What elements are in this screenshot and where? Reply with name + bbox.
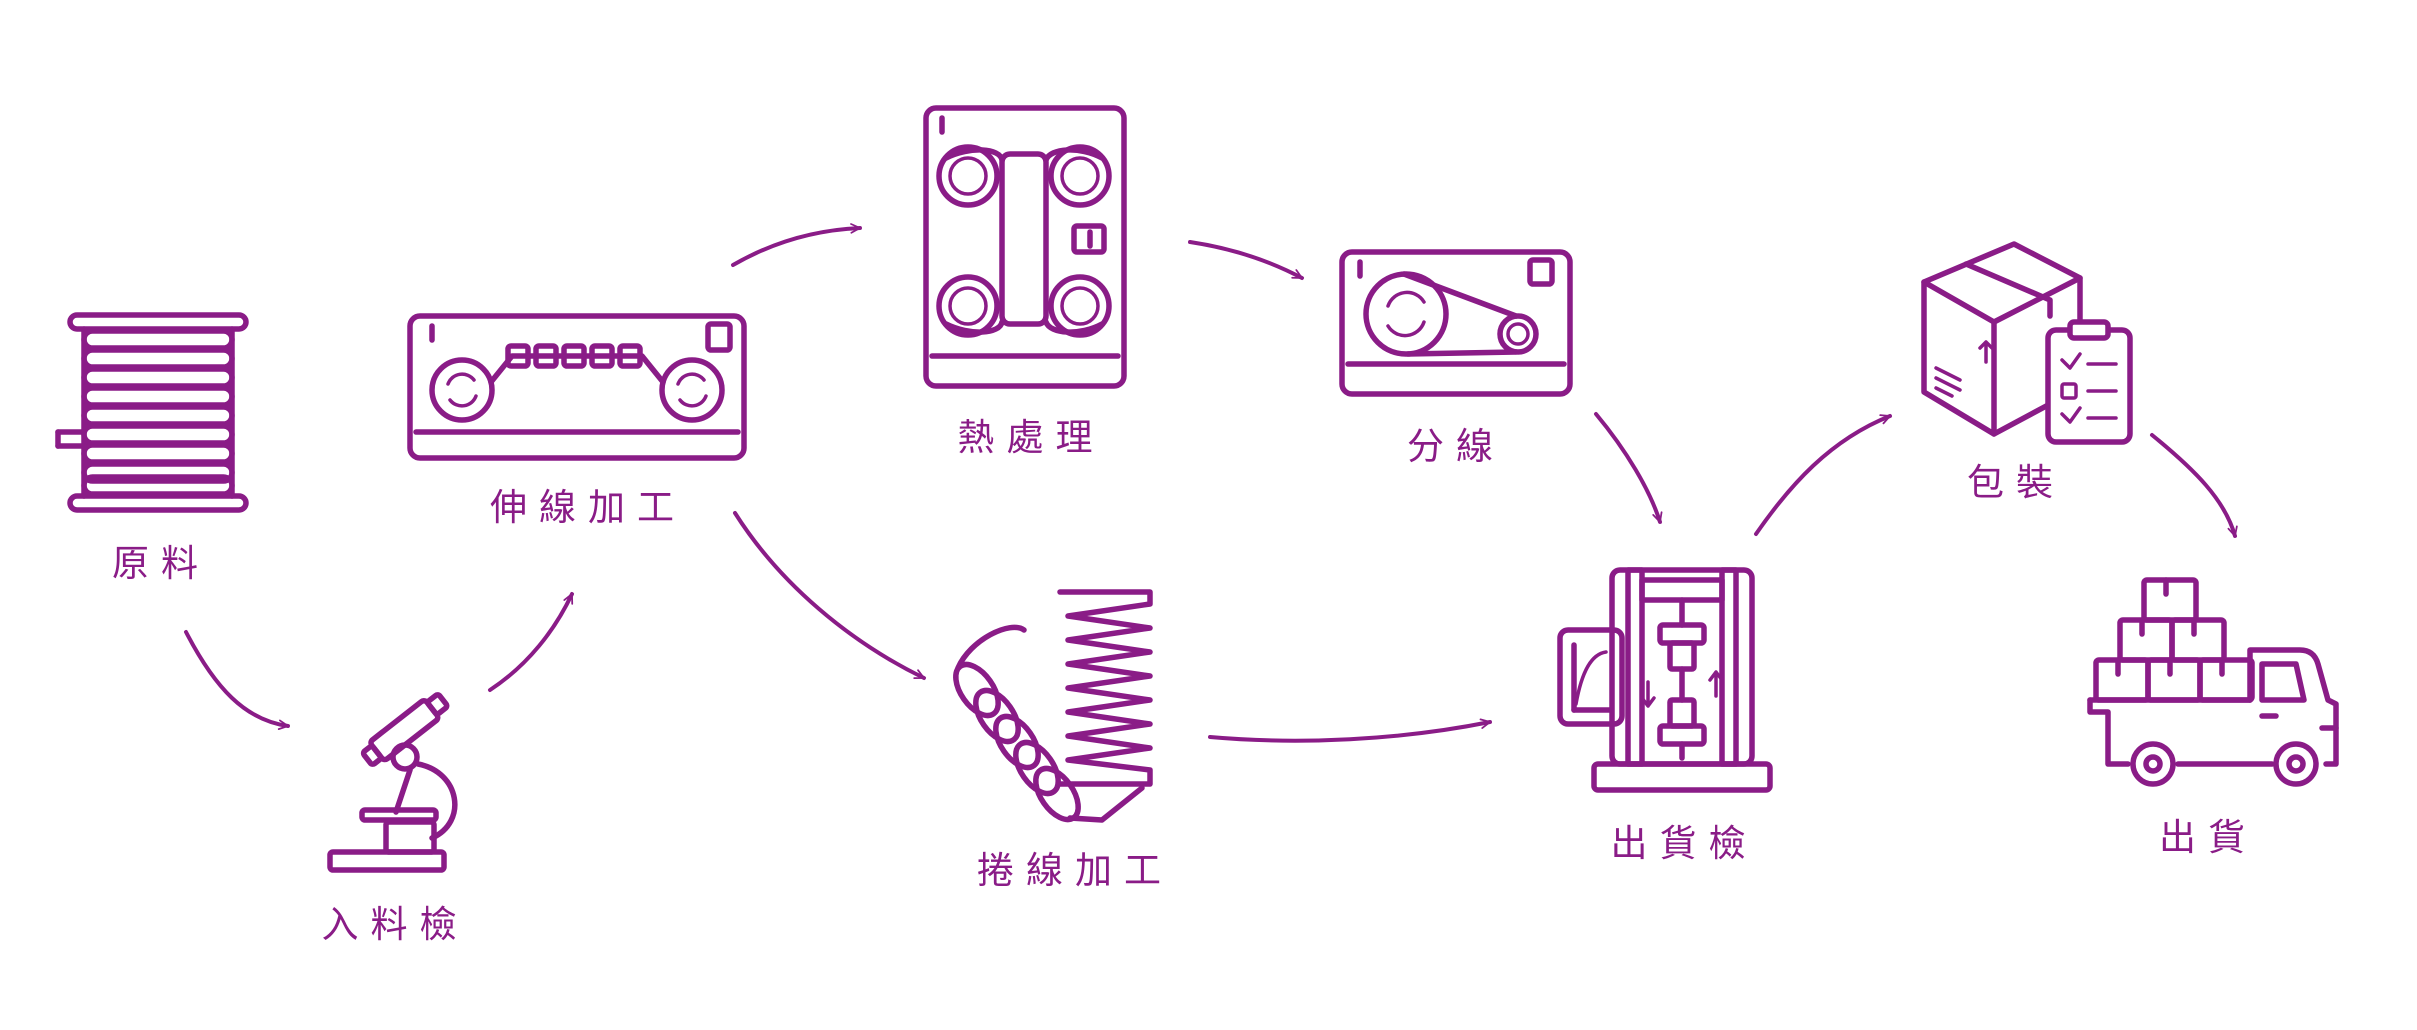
arrow-coiling-to-outgoing (1208, 718, 1492, 743)
step-coiling: 捲線加工 (953, 589, 1173, 892)
delivery-truck-icon (2087, 577, 2339, 787)
wire-drawing-machine-icon (407, 313, 747, 461)
arrow-packaging-to-shipping (2150, 433, 2238, 538)
wire-splitting-machine-icon (1339, 249, 1573, 397)
step-shipping: 出貨 (2087, 577, 2339, 859)
step-label-packaging: 包裝 (1967, 461, 2065, 504)
step-incoming-inspection: 入料檢 (322, 692, 469, 946)
step-outgoing-inspection: 出貨檢 (1557, 567, 1773, 865)
step-raw-material: 原料 (55, 312, 249, 585)
step-label-outgoing-inspection: 出貨檢 (1611, 822, 1758, 865)
step-label-heat-treatment: 熱處理 (958, 416, 1105, 459)
step-label-coiling: 捲線加工 (977, 849, 1173, 892)
arrow-splitting-to-outgoing (1594, 412, 1663, 524)
arrow-outgoing-to-packaging (1754, 414, 1892, 536)
arrow-heat-to-splitting (1188, 240, 1304, 280)
flow-arrows (184, 223, 2238, 743)
wire-spool-icon (55, 312, 249, 513)
heat-treatment-furnace-icon (923, 105, 1127, 389)
step-label-shipping: 出貨 (2159, 816, 2257, 859)
step-wire-drawing: 伸線加工 (407, 313, 747, 529)
arrow-raw-to-inspection (184, 630, 290, 731)
step-label-wire-splitting: 分線 (1407, 425, 1505, 468)
tensile-tester-icon (1557, 567, 1773, 793)
microscope-icon (327, 692, 458, 873)
arrow-drawing-to-heat (731, 223, 862, 267)
step-packaging: 包裝 (1921, 241, 2133, 504)
step-label-incoming-inspection: 入料檢 (322, 903, 469, 946)
box-checklist-icon (1921, 241, 2133, 445)
step-label-raw-material: 原料 (112, 542, 210, 585)
step-heat-treatment: 熱處理 (923, 105, 1127, 459)
step-wire-splitting: 分線 (1339, 249, 1573, 468)
step-label-wire-drawing: 伸線加工 (490, 486, 686, 529)
arrow-inspection-to-drawing (488, 592, 574, 692)
spring-coil-icon (953, 589, 1153, 823)
arrow-drawing-to-coiling (733, 511, 926, 680)
